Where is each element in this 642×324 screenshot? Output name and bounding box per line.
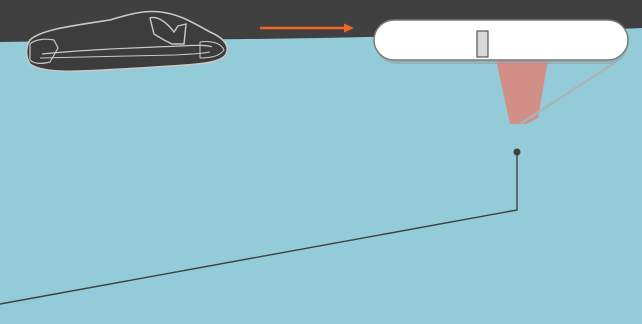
boat-bow-shade	[199, 41, 225, 59]
sonar-beam-icon	[496, 60, 548, 124]
boat-deck-line	[41, 44, 213, 55]
target-point-icon	[513, 148, 521, 156]
sensor-pod-slider	[476, 30, 489, 58]
sensor-pod-icon	[373, 19, 629, 64]
leader-path	[0, 152, 518, 305]
direction-arrow-icon	[260, 23, 354, 33]
boat-windshield	[149, 16, 187, 45]
arrow-head	[344, 23, 354, 33]
boat-stern	[29, 38, 59, 64]
beam-edge-line	[519, 60, 617, 126]
sensor-pod-body	[373, 19, 629, 61]
boat-deck-line-lower	[39, 51, 211, 59]
leader-line	[0, 148, 521, 305]
boat-outline-icon	[25, 10, 228, 73]
